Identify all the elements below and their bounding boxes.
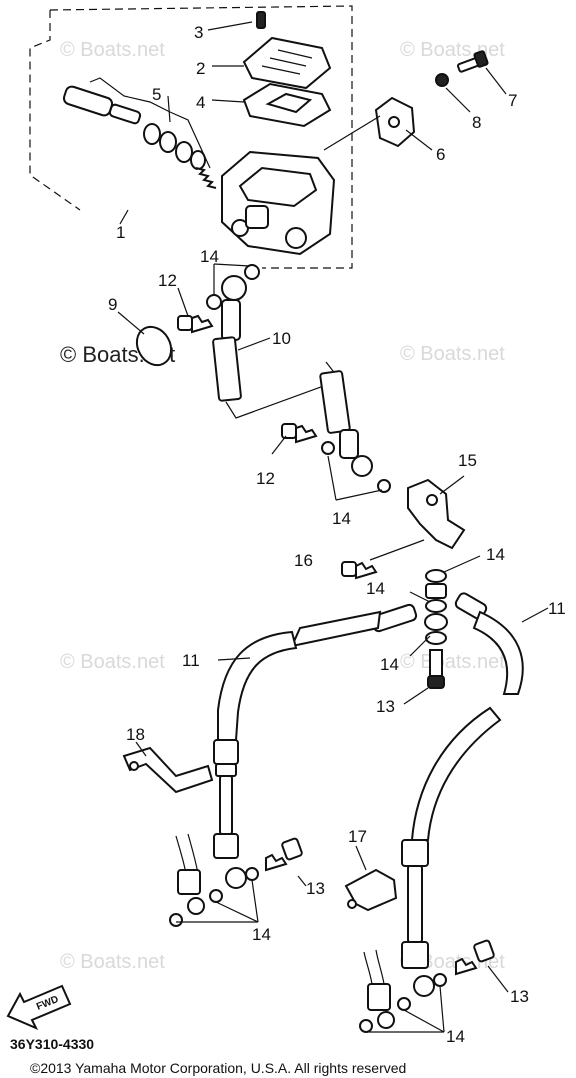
- callout-12: 12: [256, 469, 275, 488]
- brake-hose-part: [319, 370, 373, 477]
- callout-14: 14: [446, 1027, 465, 1046]
- watermark: © Boats.net: [400, 39, 505, 61]
- copper-washer-part: [245, 867, 259, 881]
- nut-part: [435, 73, 449, 87]
- watermark: © Boats.net: [400, 343, 505, 365]
- hose-clamp-part: [344, 868, 398, 912]
- reservoir-cap-part: [242, 36, 332, 90]
- callout-6: 6: [436, 145, 445, 164]
- callout-11: 11: [548, 599, 566, 618]
- copper-washer-part: [206, 294, 222, 310]
- callout-14: 14: [366, 579, 385, 598]
- caliper-line-part: [359, 949, 395, 1033]
- brake-hose-part: [212, 275, 247, 402]
- copper-washer-part: [397, 997, 411, 1011]
- callout-14: 14: [252, 925, 271, 944]
- callout-1: 1: [116, 223, 125, 242]
- callout-3: 3: [194, 23, 203, 42]
- union-bolt-part: [265, 837, 303, 872]
- brake-hose-part: [401, 592, 524, 997]
- forward-arrow-icon: FWD: [6, 984, 72, 1030]
- callout-4: 4: [196, 93, 205, 112]
- holder-part: [374, 96, 416, 148]
- screw-part: [256, 11, 266, 29]
- diaphragm-part: [242, 82, 332, 128]
- callout-5: 5: [152, 85, 161, 104]
- cap-part: [135, 325, 173, 367]
- callout-13: 13: [376, 697, 395, 716]
- brake-hose-part: [213, 603, 418, 889]
- callout-9: 9: [108, 295, 117, 314]
- callout-16: 16: [294, 551, 313, 570]
- watermark: © Boats.net: [400, 651, 505, 673]
- callout-13: 13: [510, 987, 529, 1006]
- copper-washer-part: [377, 479, 391, 493]
- copyright-notice: ©2013 Yamaha Motor Corporation, U.S.A. A…: [30, 1060, 407, 1076]
- callout-leader: [89, 77, 211, 169]
- callout-leaders: [117, 21, 549, 1033]
- callout-leader: [167, 95, 171, 123]
- watermark: © Boats.net: [60, 651, 165, 673]
- copper-washer-part: [244, 264, 260, 280]
- diagram-code: 36Y310-4330: [10, 1036, 95, 1052]
- caliper-line-part: [169, 833, 205, 927]
- assembly-boundary: [29, 10, 81, 211]
- union-bolt-part: [177, 314, 214, 334]
- callout-14: 14: [486, 545, 505, 564]
- callout-18: 18: [126, 725, 145, 744]
- callout-10: 10: [272, 329, 291, 348]
- callout-7: 7: [508, 91, 517, 110]
- three-way-joint-part: [407, 478, 466, 550]
- copper-washer-part: [209, 889, 223, 903]
- callout-13: 13: [306, 879, 325, 898]
- bolt-part: [341, 561, 378, 580]
- callout-17: 17: [348, 827, 367, 846]
- watermark: © Boats.net: [60, 39, 165, 61]
- watermark: © Boats.net: [60, 951, 165, 973]
- union-bolt-part: [455, 939, 495, 976]
- callout-12: 12: [158, 271, 177, 290]
- callout-8: 8: [472, 113, 481, 132]
- union-junction-part: [424, 569, 448, 645]
- callout-15: 15: [458, 451, 477, 470]
- callout-2: 2: [196, 59, 205, 78]
- piston-kit-part: [62, 85, 217, 189]
- callout-14: 14: [380, 655, 399, 674]
- copper-washer-part: [433, 973, 447, 987]
- bolt-part: [456, 50, 489, 73]
- callout-14: 14: [200, 247, 219, 266]
- copper-washer-part: [321, 441, 335, 455]
- hose-clamp-part: [122, 746, 214, 794]
- callout-14: 14: [332, 509, 351, 528]
- union-bolt-part: [427, 649, 445, 689]
- assembly-boundary: [49, 5, 353, 269]
- master-cylinder-part: [221, 150, 336, 256]
- callout-11: 11: [182, 651, 200, 670]
- union-bolt-part: [281, 423, 318, 444]
